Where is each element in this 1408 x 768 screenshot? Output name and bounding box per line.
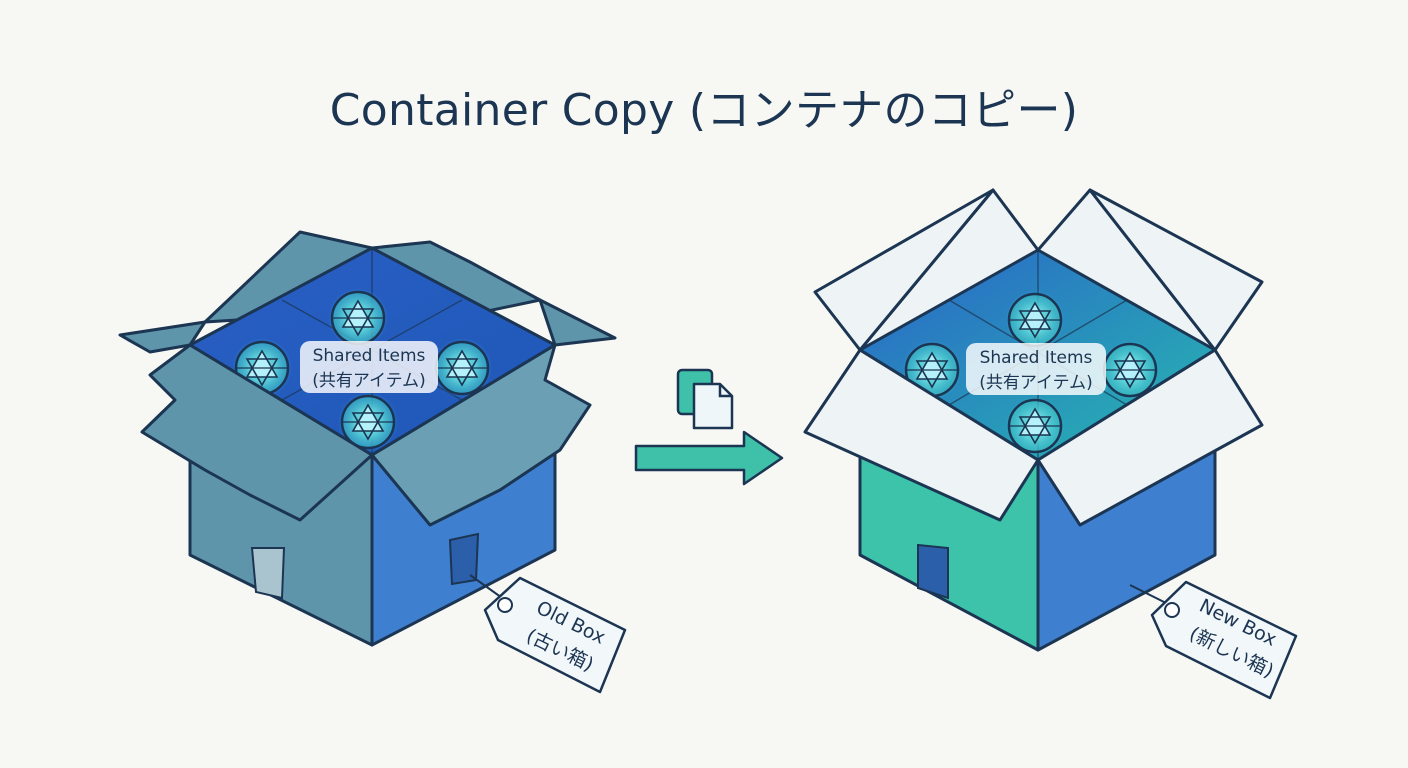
old-box-front-right-flap <box>370 343 592 527</box>
arrow-right-icon <box>634 430 784 486</box>
old-box-items-label: Shared Items <box>313 346 426 366</box>
page-title: Container Copy (コンテナのコピー) <box>329 85 1079 136</box>
new-box-items-label: Shared Items <box>980 348 1093 368</box>
new-box-front-right-flap <box>1036 348 1264 527</box>
new-box-tag: New Box (新しい箱) <box>1129 580 1298 700</box>
new-box: Shared Items (共有アイテム) New Box (新しい箱) <box>803 188 1298 700</box>
copy-icon <box>676 368 734 430</box>
new-box-front-left-flap <box>803 348 1040 522</box>
shared-item-gem-icon <box>326 286 390 350</box>
old-box: Shared Items (共有アイテム) Old Box (古い箱) <box>118 230 627 694</box>
old-box-tag: Old Box (古い箱) <box>469 574 627 694</box>
new-box-items-label-ja: (共有アイテム) <box>979 373 1093 393</box>
shared-item-gem-icon <box>1003 288 1067 352</box>
old-box-front-left-flap <box>140 343 374 522</box>
old-box-items-label-ja: (共有アイテム) <box>312 371 426 391</box>
